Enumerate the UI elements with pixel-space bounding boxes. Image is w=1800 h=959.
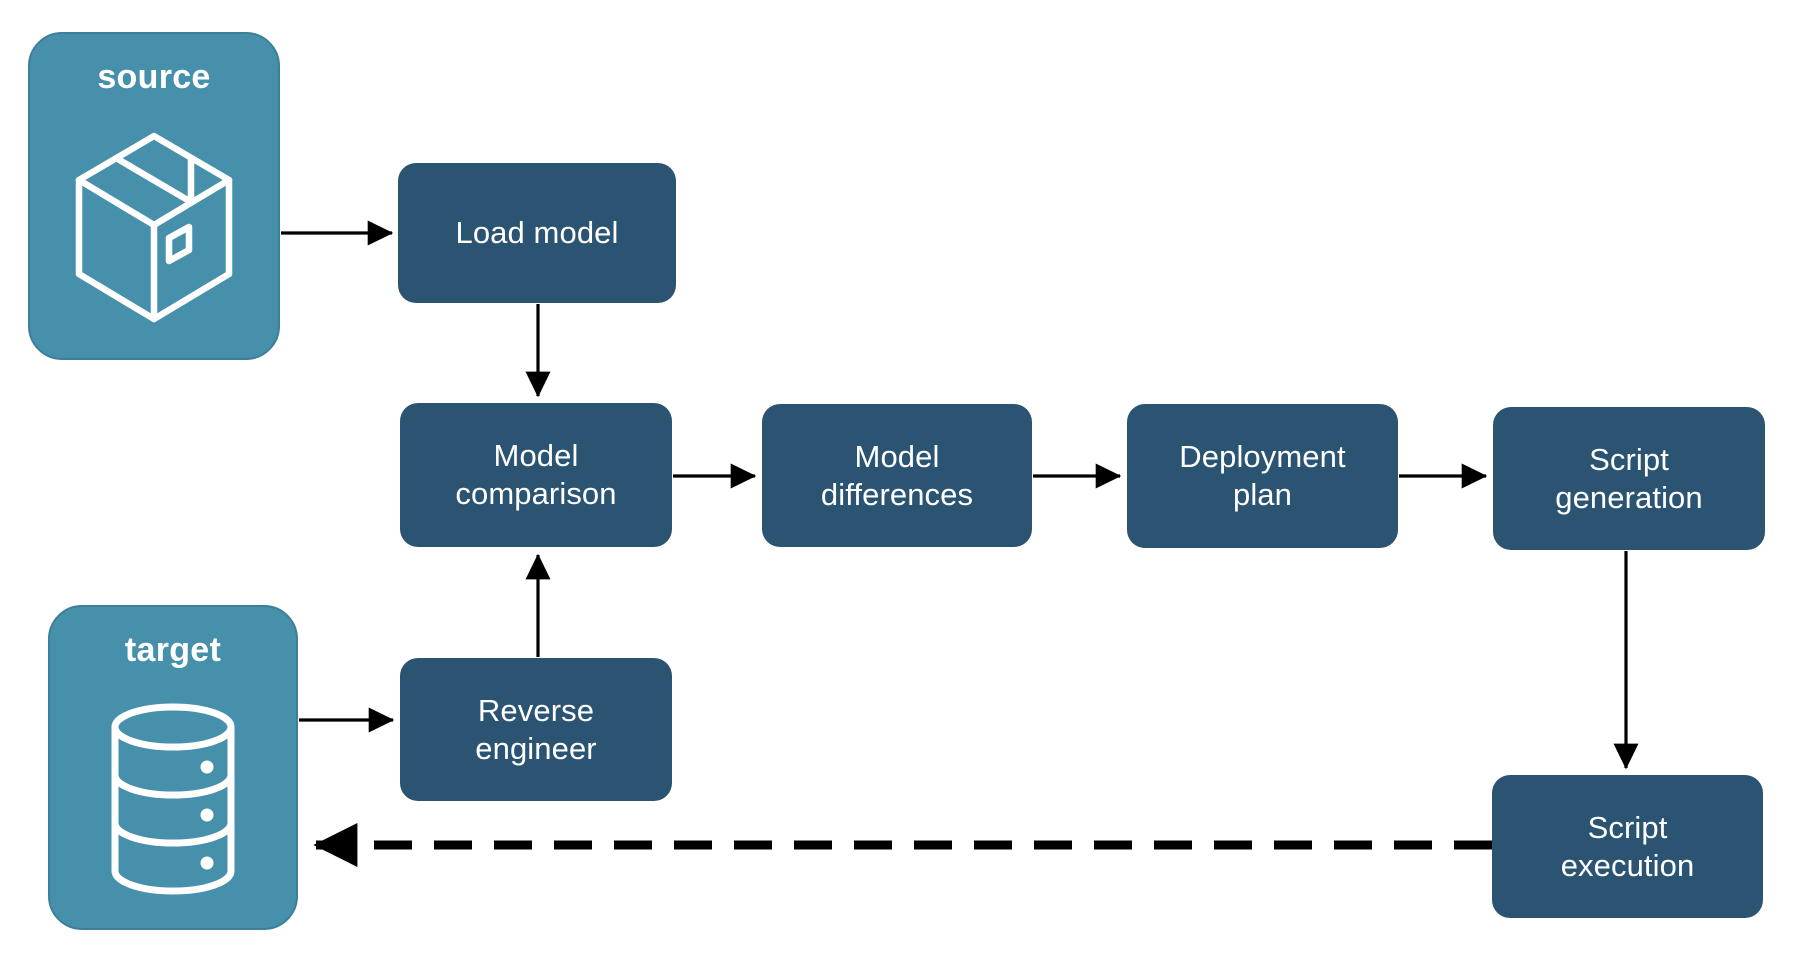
node-script-execution[interactable]: Script execution bbox=[1492, 775, 1763, 918]
node-load-model[interactable]: Load model bbox=[398, 163, 676, 303]
package-box-icon bbox=[30, 97, 278, 358]
node-script-generation[interactable]: Script generation bbox=[1493, 407, 1765, 550]
node-source-label: source bbox=[97, 58, 211, 96]
node-target[interactable]: target bbox=[48, 605, 298, 930]
node-reverse-engineer-label: Reverse engineer bbox=[475, 692, 597, 766]
node-model-differences-label: Model differences bbox=[820, 438, 974, 512]
node-reverse-engineer[interactable]: Reverse engineer bbox=[400, 658, 672, 801]
node-model-comparison[interactable]: Model comparison bbox=[400, 403, 672, 547]
node-model-differences[interactable]: Model differences bbox=[762, 404, 1032, 547]
node-load-model-label: Load model bbox=[455, 215, 619, 251]
node-deployment-plan-label: Deployment plan bbox=[1179, 439, 1346, 512]
node-script-generation-label: Script generation bbox=[1555, 441, 1703, 515]
node-model-comparison-label: Model comparison bbox=[455, 438, 617, 511]
node-deployment-plan[interactable]: Deployment plan bbox=[1127, 404, 1398, 548]
node-source[interactable]: source bbox=[28, 32, 280, 360]
database-cylinder-icon bbox=[50, 670, 296, 928]
node-target-label: target bbox=[124, 631, 222, 669]
node-script-execution-label: Script execution bbox=[1560, 809, 1695, 883]
